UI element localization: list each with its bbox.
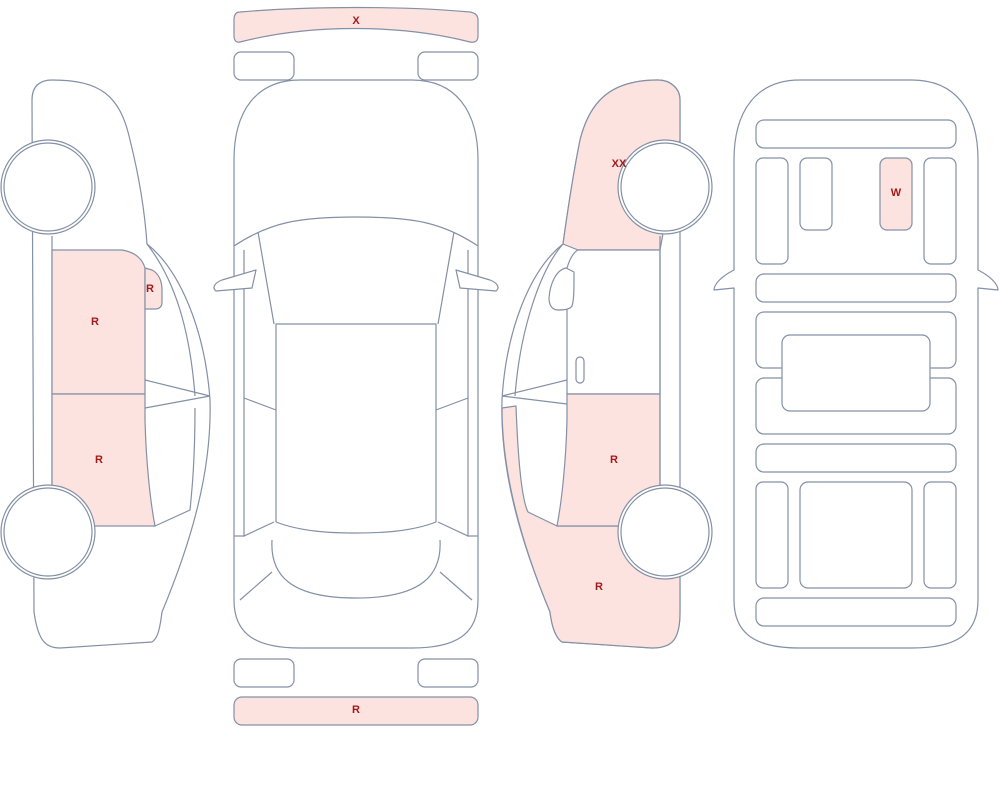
damage-mark: R	[91, 316, 99, 328]
left-window-line	[146, 243, 196, 397]
right-rear-wheel[interactable]	[620, 487, 710, 577]
right-headlight[interactable]	[417, 51, 479, 81]
left-window-line-3	[154, 407, 196, 527]
roof[interactable]	[275, 323, 437, 534]
left-front-wheel[interactable]	[3, 142, 93, 232]
left-rear-door-panel[interactable]	[755, 481, 789, 589]
right-rear-quarter[interactable]	[501, 405, 681, 649]
left-headlight[interactable]	[233, 51, 295, 81]
rear-seat[interactable]	[799, 481, 913, 589]
right-taillight[interactable]	[417, 658, 479, 688]
left-rear-wheel[interactable]	[3, 487, 93, 577]
damage-mark: R	[610, 454, 618, 466]
left-mirror[interactable]	[144, 267, 163, 310]
sunroof[interactable]	[781, 334, 931, 412]
trunk-left-line	[239, 571, 273, 601]
dashboard[interactable]	[755, 119, 957, 149]
driver-seat[interactable]	[799, 157, 833, 231]
right-door-handle[interactable]	[575, 356, 585, 384]
left-b-pillar	[243, 397, 277, 411]
damage-mark: R	[595, 581, 603, 593]
passenger-seat[interactable]	[879, 157, 913, 231]
right-window-line-2	[501, 379, 568, 405]
windshield-a-pillar-left	[257, 231, 275, 325]
front-carpet[interactable]	[755, 273, 957, 303]
top-left-mirror[interactable]	[213, 269, 257, 292]
right-front-door-panel[interactable]	[923, 157, 957, 265]
left-front-door[interactable]	[51, 249, 146, 395]
interior-view: W	[713, 79, 999, 649]
right-side-view: XX R R	[501, 79, 713, 649]
left-taillight[interactable]	[233, 658, 295, 688]
right-mirror[interactable]	[548, 267, 575, 311]
left-front-door-panel[interactable]	[755, 157, 789, 265]
rear-carpet[interactable]	[755, 443, 957, 473]
rear-bumper[interactable]	[233, 696, 479, 726]
damage-mark: R	[95, 454, 103, 466]
damage-mark: X	[352, 15, 360, 27]
damage-mark: R	[146, 283, 154, 295]
left-rear-door[interactable]	[51, 393, 156, 527]
top-right-mirror[interactable]	[455, 269, 499, 292]
windshield-line	[233, 216, 479, 247]
right-rear-door[interactable]	[556, 393, 661, 527]
damage-mark: R	[352, 704, 360, 716]
right-front-wheel[interactable]	[620, 142, 710, 232]
right-b-pillar	[435, 397, 469, 411]
right-rear-door-panel[interactable]	[923, 481, 957, 589]
damage-mark: W	[891, 187, 902, 199]
rear-shelf[interactable]	[755, 597, 957, 627]
rear-window-line	[271, 539, 441, 599]
top-view: X R	[213, 6, 499, 726]
trunk-right-line	[439, 571, 473, 601]
left-window-line-2	[144, 379, 211, 409]
left-side-view: R R R	[0, 79, 211, 649]
damage-mark: XX	[612, 158, 627, 170]
right-window-line	[514, 243, 564, 397]
front-bumper[interactable]	[233, 6, 479, 43]
windshield-a-pillar-right	[437, 231, 455, 325]
